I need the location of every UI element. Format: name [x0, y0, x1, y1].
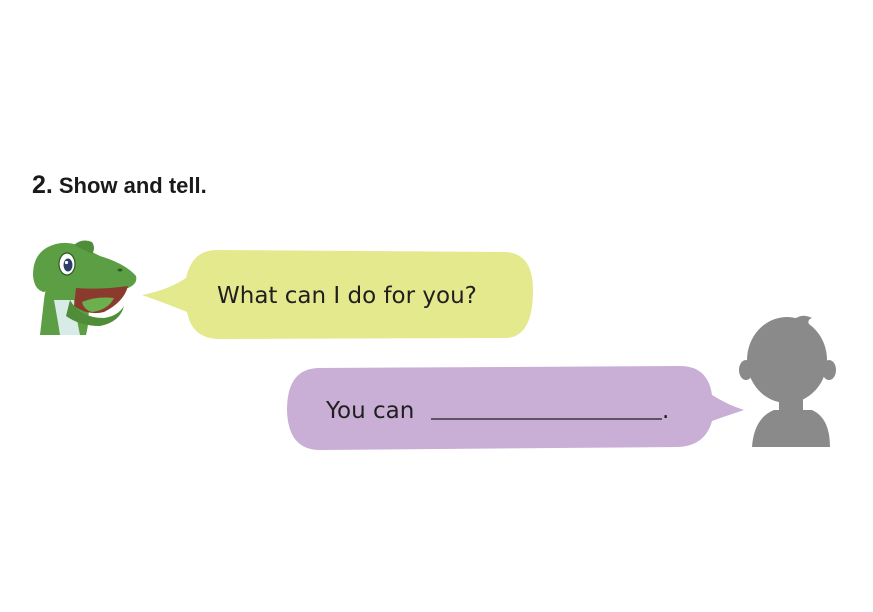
exercise-heading: 2.Show and tell.: [32, 171, 207, 200]
question-text: What can I do for you?: [217, 283, 477, 309]
answer-end-period: .: [662, 398, 669, 424]
answer-speech-bubble: You can .: [287, 366, 744, 450]
exercise-title: Show and tell.: [58, 173, 207, 198]
answer-prefix-text: You can: [325, 398, 414, 424]
dinosaur-mascot-icon: [33, 240, 137, 335]
exercise-number: 2.: [32, 171, 53, 199]
child-silhouette-icon: [739, 315, 836, 447]
question-speech-bubble: What can I do for you?: [142, 250, 533, 339]
